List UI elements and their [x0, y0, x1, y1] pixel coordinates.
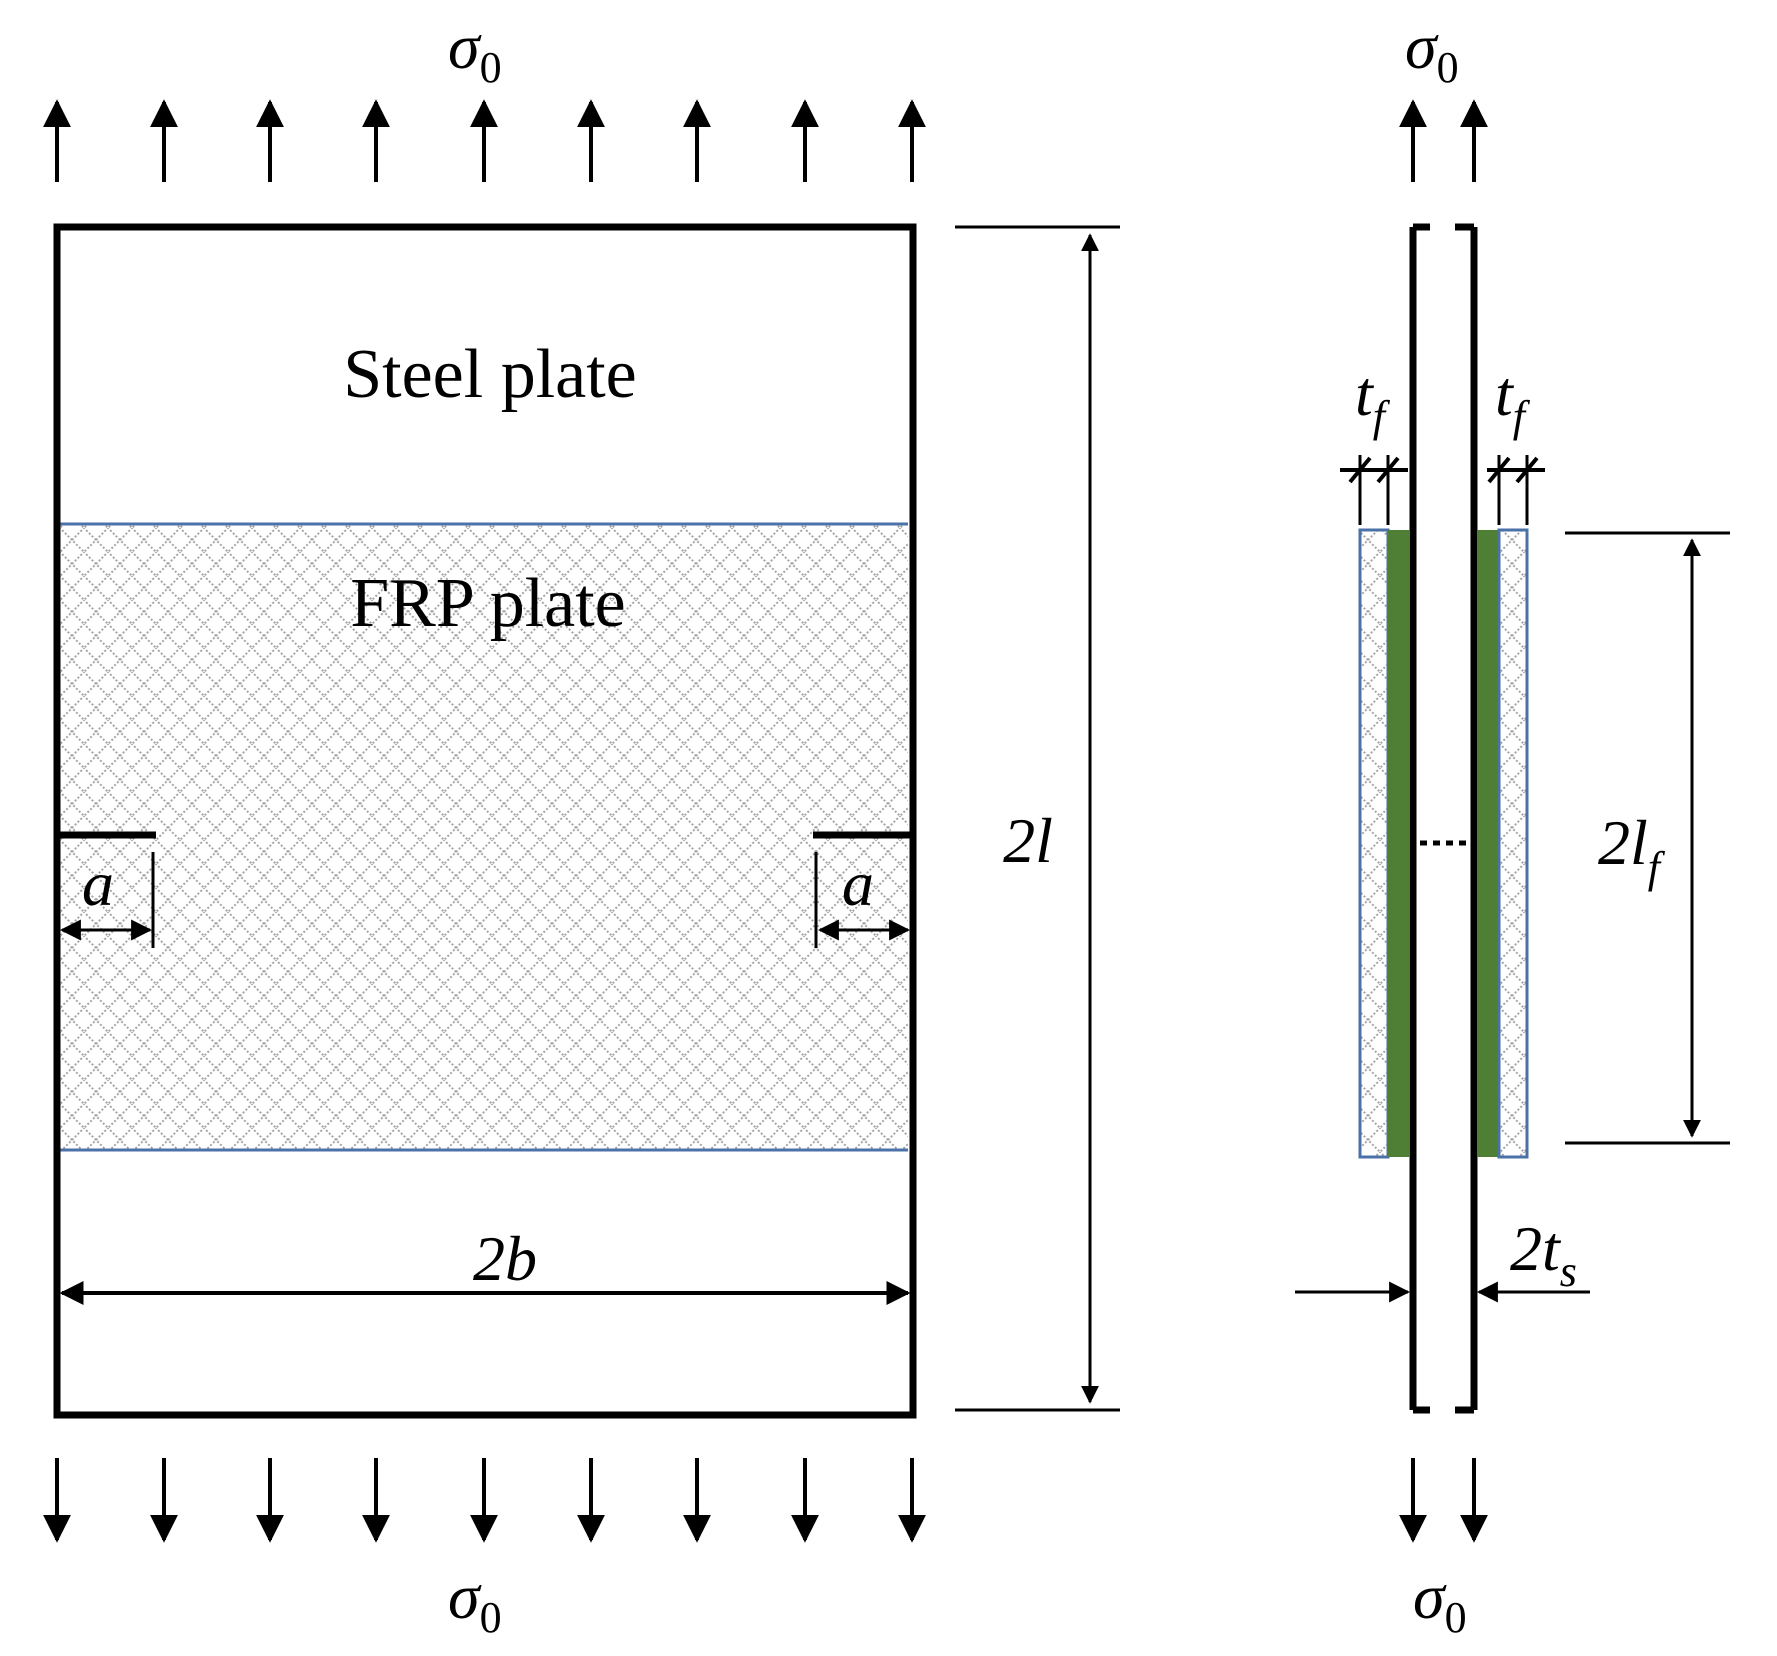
front-view: σ0 Steel plate FRP plate a a 2b	[43, 11, 1120, 1642]
width-dimension: 2b	[59, 1223, 911, 1305]
length-2l-label: 2l	[1003, 805, 1053, 876]
left-crack-a-label: a	[82, 848, 114, 919]
side-sigma-bottom-label: σ0	[1413, 1561, 1467, 1642]
right-crack-a-label: a	[842, 848, 874, 919]
frp-length-dimension	[1565, 531, 1730, 1145]
side-steel-plate	[1409, 223, 1478, 1414]
top-load-arrows	[43, 99, 926, 182]
side-left-adhesive-layer	[1388, 530, 1410, 1157]
side-left-frp-plate	[1358, 528, 1390, 1159]
side-right-adhesive-layer	[1477, 530, 1499, 1157]
steel-plate-outline	[53, 223, 917, 1419]
side-top-load-arrows	[1399, 99, 1488, 182]
length-dimension: 2l	[955, 225, 1120, 1412]
steel-plate-label: Steel plate	[343, 336, 637, 413]
side-sigma-top-label: σ0	[1405, 11, 1459, 92]
right-tf-label: tf	[1495, 358, 1531, 441]
right-tf-dimension	[1487, 455, 1545, 525]
width-2b-label: 2b	[473, 1223, 537, 1294]
left-tf-label: tf	[1355, 358, 1391, 441]
sigma-bottom-label: σ0	[448, 1561, 502, 1642]
steel-thickness-2ts-label: 2ts	[1510, 1213, 1577, 1296]
frp-plate-region	[60, 524, 908, 1150]
side-right-frp-plate	[1497, 528, 1529, 1159]
right-crack-length-dimension: a	[814, 848, 911, 948]
sigma-top-label: σ0	[448, 11, 502, 92]
frp-length-2lf-label: 2lf	[1598, 807, 1666, 892]
left-crack-length-dimension: a	[59, 848, 155, 948]
side-bottom-load-arrows	[1399, 1458, 1488, 1543]
side-view: σ0	[1295, 11, 1730, 1642]
frp-plate-label: FRP plate	[350, 565, 626, 642]
bottom-load-arrows	[43, 1458, 926, 1543]
left-tf-dimension	[1340, 455, 1408, 525]
